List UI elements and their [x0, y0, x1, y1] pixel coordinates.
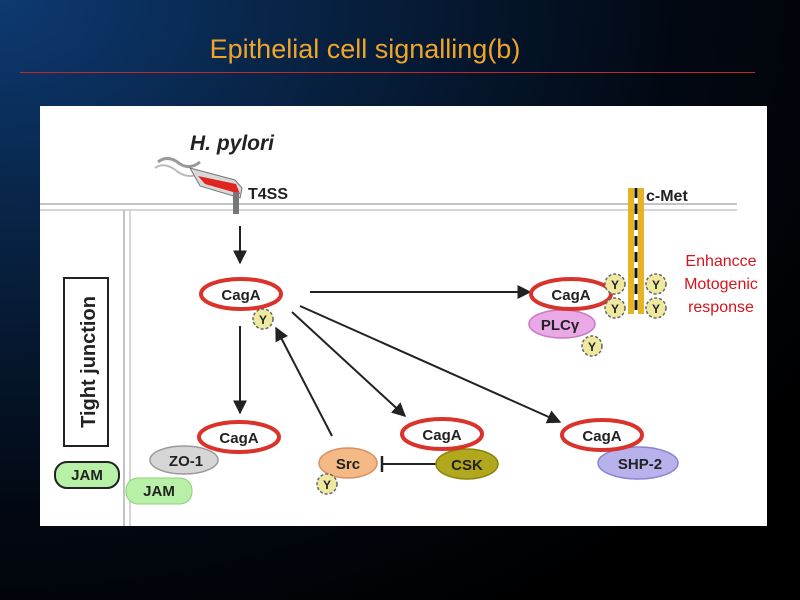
cell-membrane: [40, 203, 737, 526]
caga-cmet: CagA: [529, 277, 613, 311]
phospho-tyrosine-src: Y: [316, 473, 338, 495]
slide-title: Epithelial cell signalling(b): [209, 34, 521, 64]
src: Src: [318, 447, 378, 479]
motogenic-response-annotation: Enhancce Motogenic response: [672, 250, 770, 319]
arrow-caga-to-csk: [291, 311, 407, 417]
c-met-label: c-Met: [646, 188, 688, 205]
svg-text:CagA: CagA: [551, 287, 590, 304]
svg-text:Src: Src: [336, 456, 360, 473]
annotation-line-1: Enhancce: [685, 253, 757, 270]
tight-junction-label: Tight junction: [78, 296, 100, 428]
svg-text:JAM: JAM: [143, 483, 175, 500]
signalling-arrows: [233, 226, 562, 472]
svg-text:Y: Y: [652, 278, 660, 292]
arrow-caga-to-shp2: [299, 305, 562, 424]
svg-text:PLCγ: PLCγ: [541, 317, 580, 334]
jam-right: JAM: [125, 477, 193, 505]
caga-shp2: CagA: [560, 418, 644, 452]
arrow-src-to-caga: [275, 326, 333, 437]
svg-text:Y: Y: [259, 313, 267, 327]
t4ss-label: T4SS: [248, 186, 288, 203]
svg-text:CagA: CagA: [219, 430, 258, 447]
h-pylori-bacterium: [154, 157, 243, 214]
phospho-tyrosine-central: Y: [252, 308, 274, 330]
svg-text:CagA: CagA: [422, 427, 461, 444]
caga-central: CagA: [199, 277, 283, 311]
title-divider: [20, 72, 755, 73]
annotation-line-3: response: [688, 299, 754, 316]
svg-text:ZO-1: ZO-1: [169, 453, 203, 470]
svg-text:Y: Y: [611, 302, 619, 316]
caga-csk: CagA: [400, 417, 484, 451]
phospho-tyrosine-cmet-1: Y: [645, 273, 667, 295]
svg-text:CagA: CagA: [221, 287, 260, 304]
csk: CSK: [435, 448, 499, 480]
svg-text:Y: Y: [652, 302, 660, 316]
diagram-panel: H. pylori T4SS c-Met Tight junction: [40, 106, 767, 526]
caga-zo1: CagA: [197, 420, 281, 454]
phospho-tyrosine-cmet-2: Y: [645, 297, 667, 319]
svg-text:Y: Y: [611, 278, 619, 292]
annotation-line-2: Motogenic: [684, 276, 758, 293]
plc-gamma: PLCγ: [528, 309, 596, 339]
svg-text:Y: Y: [323, 478, 331, 492]
svg-text:JAM: JAM: [71, 467, 103, 484]
zo1: ZO-1: [149, 445, 219, 475]
phospho-tyrosine-plc: Y: [581, 335, 603, 357]
tight-junction-box: Tight junction: [63, 277, 109, 447]
svg-text:SHP-2: SHP-2: [618, 456, 662, 473]
svg-text:CagA: CagA: [582, 428, 621, 445]
phospho-tyrosine-caga-cmet-2: Y: [604, 297, 626, 319]
shp2: SHP-2: [597, 446, 679, 480]
signalling-diagram: H. pylori T4SS c-Met Tight junction: [40, 132, 737, 526]
svg-text:CSK: CSK: [451, 457, 483, 474]
phospho-tyrosine-caga-cmet: Y: [604, 273, 626, 295]
svg-text:Y: Y: [588, 340, 596, 354]
organism-label: H. pylori: [190, 132, 275, 155]
jam-left: JAM: [54, 461, 120, 489]
c-met-receptor: [628, 188, 644, 314]
